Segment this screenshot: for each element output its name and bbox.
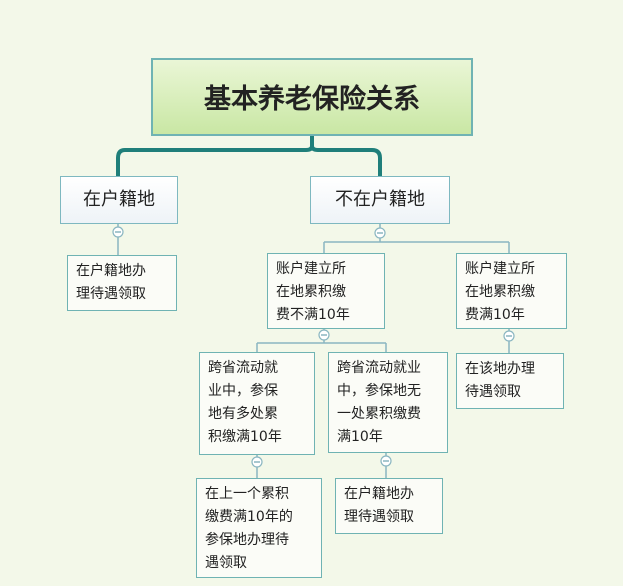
root-node[interactable]: 基本养老保险关系 — [151, 58, 473, 136]
case-none-outcome-node[interactable]: 在户籍地办 理待遇领取 — [335, 478, 443, 534]
local-node[interactable]: 在户籍地 — [60, 176, 178, 224]
connector-root-nonlocal — [310, 136, 382, 176]
connector-root-local — [116, 136, 314, 176]
case-has-node[interactable]: 跨省流动就 业中，参保 地有多处累 积缴满10年 — [199, 352, 315, 455]
case-none-node[interactable]: 跨省流动就业 中，参保地无 一处累积缴费 满10年 — [328, 352, 448, 453]
over10-node[interactable]: 账户建立所 在地累积缴 费满10年 — [456, 253, 567, 329]
nonlocal-node[interactable]: 不在户籍地 — [310, 176, 450, 224]
local-outcome-node[interactable]: 在户籍地办 理待遇领取 — [67, 255, 177, 311]
case-has-outcome-node[interactable]: 在上一个累积 缴费满10年的 参保地办理待 遇领取 — [196, 478, 322, 578]
under10-node[interactable]: 账户建立所 在地累积缴 费不满10年 — [267, 253, 385, 329]
over10-outcome-node[interactable]: 在该地办理 待遇领取 — [456, 353, 564, 409]
